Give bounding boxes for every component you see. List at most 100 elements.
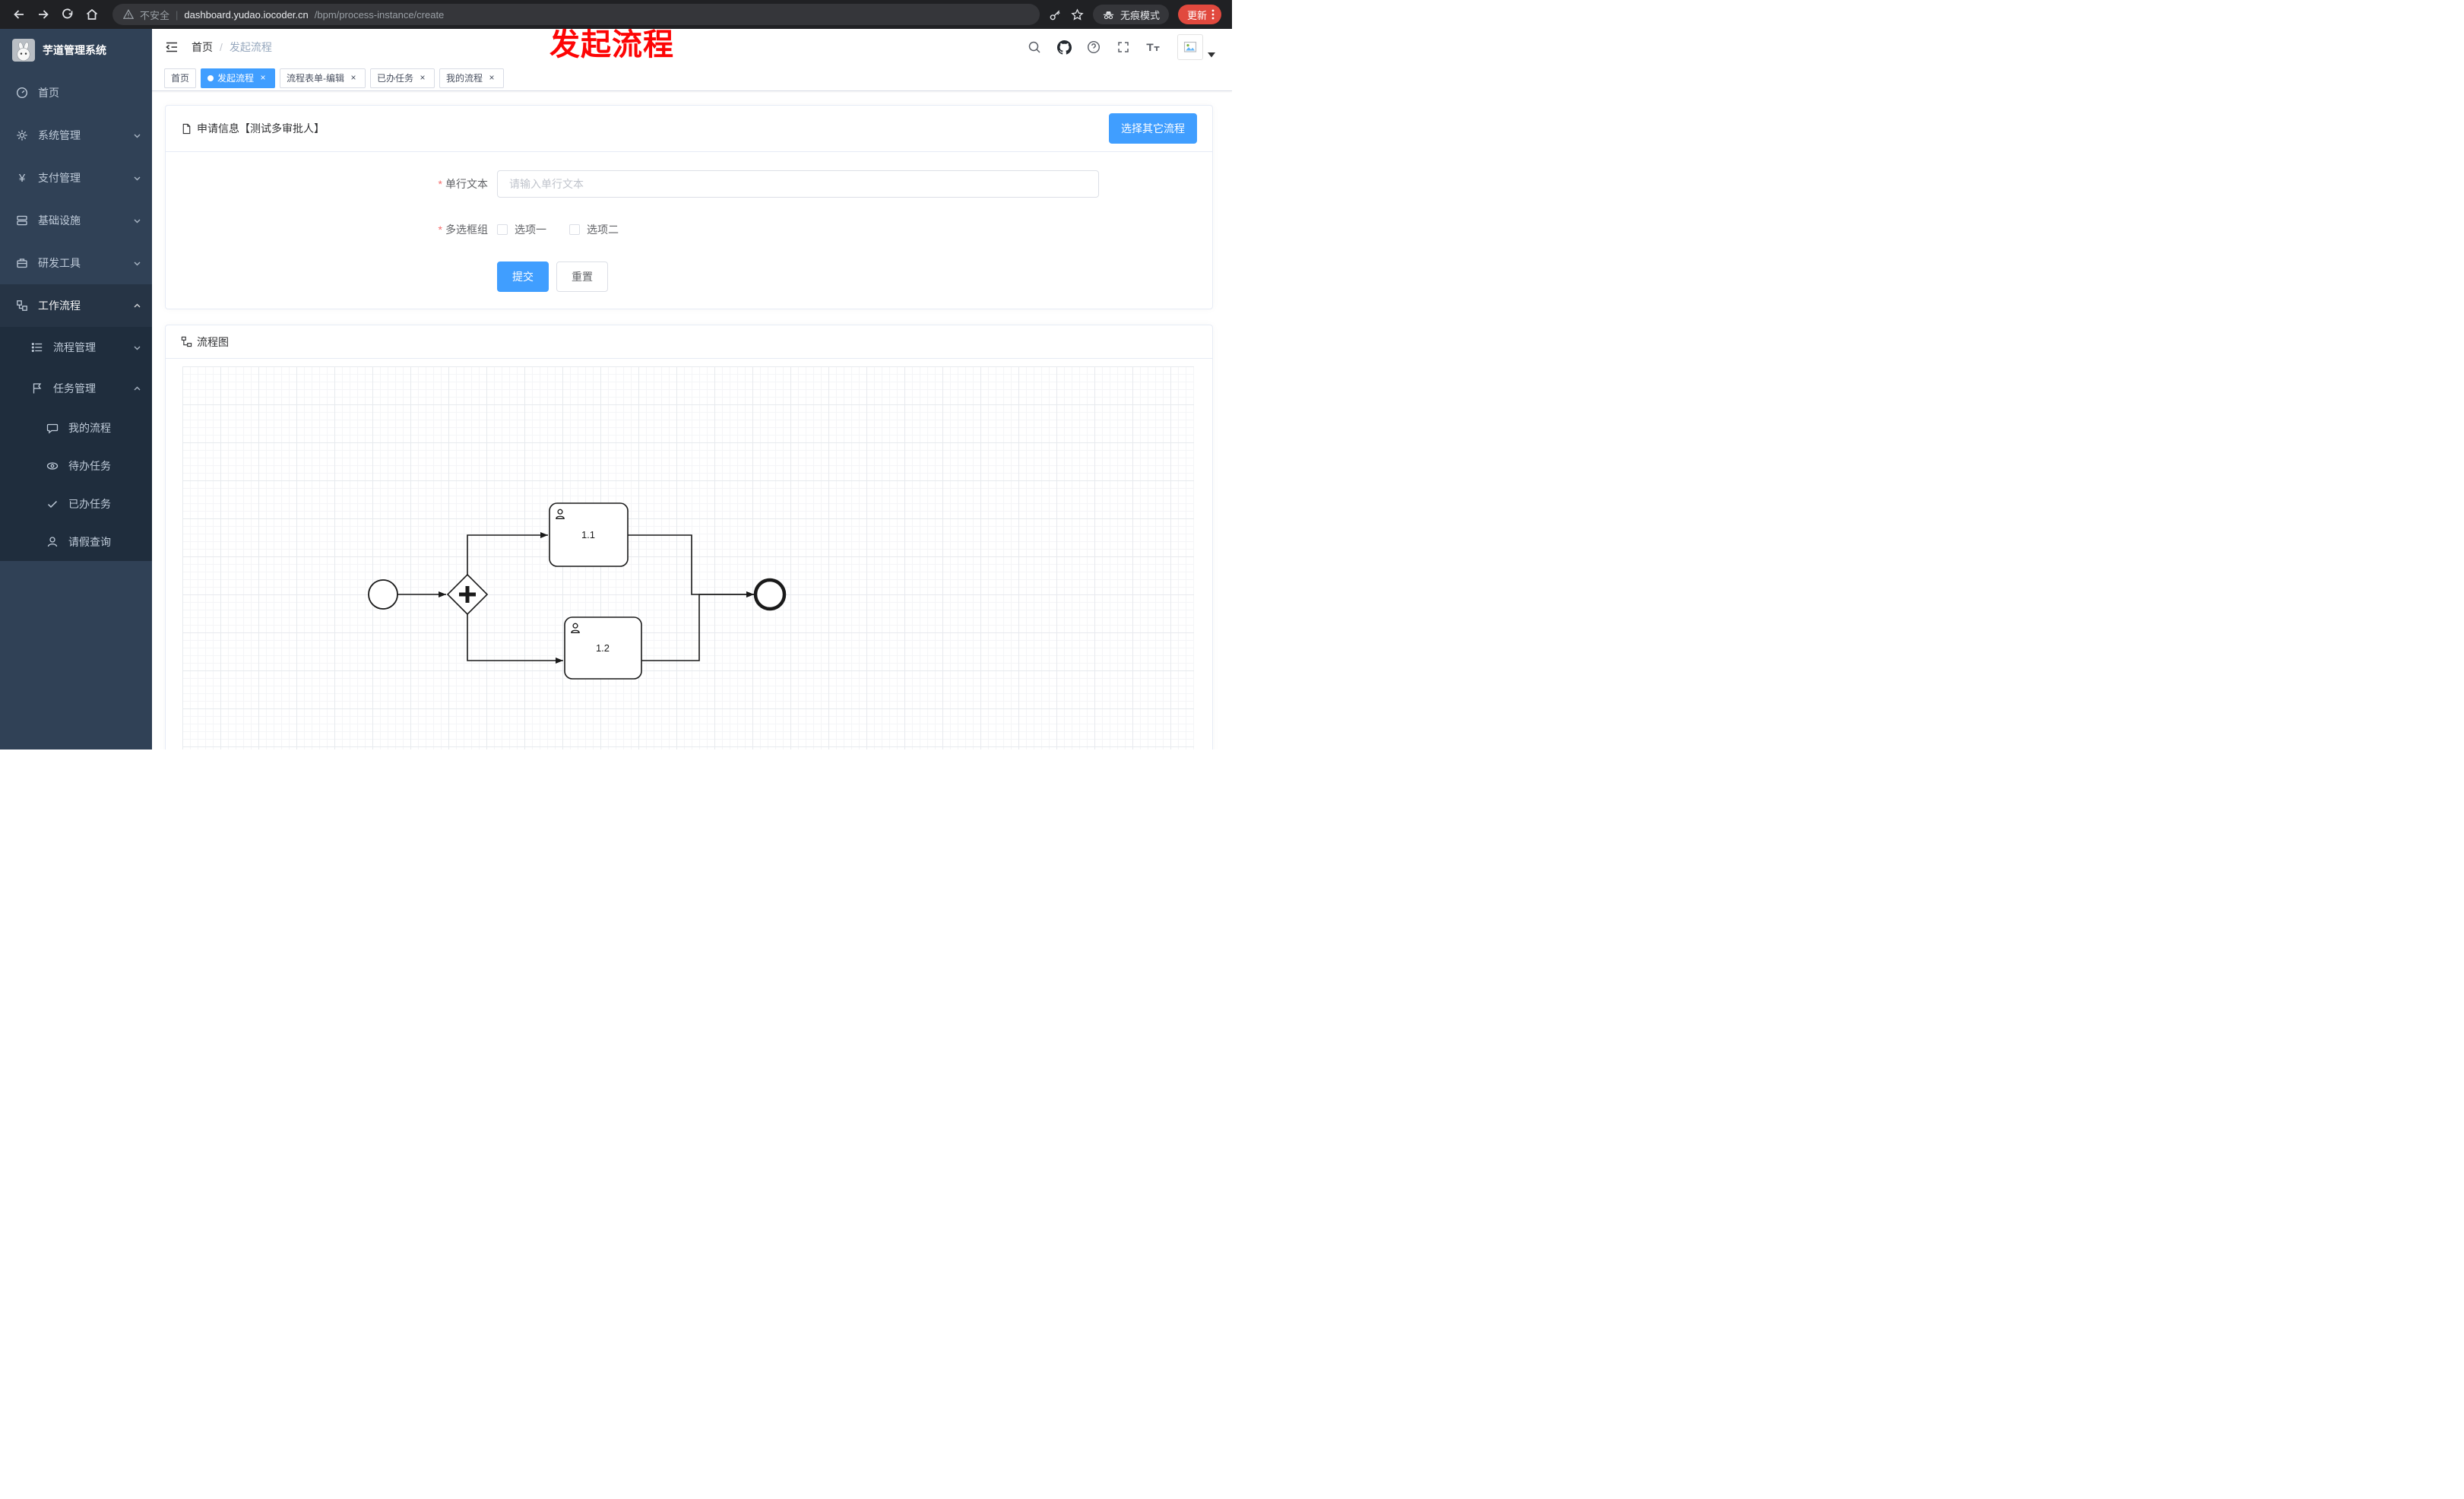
sidebar-item-task-mgmt[interactable]: 任务管理 (0, 368, 152, 409)
topbar-right (1026, 34, 1215, 60)
security-label: 不安全 (140, 9, 170, 21)
tab-form-edit[interactable]: 流程表单-编辑 × (280, 68, 366, 88)
breadcrumb-home[interactable]: 首页 (192, 41, 213, 53)
tab-home[interactable]: 首页 (164, 68, 197, 88)
user-task-1[interactable]: 1.1 (549, 502, 629, 567)
update-button[interactable]: 更新 (1177, 5, 1221, 24)
checkbox-box[interactable] (569, 224, 580, 235)
font-size-icon[interactable] (1145, 39, 1161, 55)
breadcrumb-current: 发起流程 (229, 41, 272, 53)
sidebar-item-process-mgmt[interactable]: 流程管理 (0, 327, 152, 368)
help-icon[interactable] (1085, 39, 1102, 55)
sidebar-item-system-mgmt[interactable]: 系统管理 (0, 114, 152, 157)
start-event[interactable] (368, 579, 398, 610)
submit-button[interactable]: 提交 (497, 261, 549, 292)
breadcrumb-separator: / (220, 41, 223, 53)
checkbox-label[interactable]: 选项二 (587, 223, 619, 236)
chrome-right-controls: 无痕模式 更新 (1049, 5, 1224, 24)
sidebar-item-payment-mgmt[interactable]: ¥ 支付管理 (0, 157, 152, 199)
incognito-label: 无痕模式 (1120, 9, 1160, 21)
menu-fold-icon[interactable] (164, 40, 179, 55)
home-icon[interactable] (81, 3, 103, 26)
tab-create-process[interactable]: 发起流程 × (201, 68, 276, 88)
card-title: 流程图 (181, 334, 229, 350)
tab-done-task[interactable]: 已办任务 × (370, 68, 435, 88)
field-label: *多选框组 (166, 216, 497, 243)
field-content (497, 170, 1099, 198)
close-icon[interactable]: × (420, 71, 426, 83)
tab-label: 流程表单-编辑 (287, 73, 345, 84)
fullscreen-icon[interactable] (1115, 39, 1132, 55)
broken-image-icon (1177, 34, 1203, 60)
breadcrumb: 首页 / 发起流程 (192, 40, 272, 55)
end-event[interactable] (753, 578, 787, 611)
github-icon[interactable] (1056, 39, 1072, 55)
close-icon[interactable]: × (350, 71, 356, 83)
key-icon[interactable] (1049, 8, 1062, 21)
back-icon[interactable] (8, 3, 30, 26)
select-other-process-button[interactable]: 选择其它流程 (1109, 113, 1197, 144)
sidebar-item-my-process[interactable]: 我的流程 (0, 409, 152, 447)
checkbox-option-2[interactable]: 选项二 (569, 222, 619, 237)
field-label: *单行文本 (166, 170, 497, 198)
tab-my-process[interactable]: 我的流程 × (439, 68, 505, 88)
diagram-card-header: 流程图 (166, 325, 1212, 359)
apply-info-card-header: 申请信息【测试多审批人】 选择其它流程 (166, 106, 1212, 152)
topbar: 首页 / 发起流程 (152, 29, 1232, 65)
app-logo[interactable]: 芋道管理系统 (0, 29, 152, 71)
card-title: 申请信息【测试多审批人】 (181, 121, 325, 136)
sidebar-item-done-task[interactable]: 已办任务 (0, 485, 152, 523)
checkbox-box[interactable] (497, 224, 508, 235)
star-icon[interactable] (1071, 8, 1084, 21)
sidebar: 芋道管理系统 首页 系统管理 (0, 29, 152, 750)
warning-icon (123, 9, 134, 20)
search-icon[interactable] (1026, 39, 1043, 55)
incognito-badge: 无痕模式 (1092, 5, 1169, 24)
eye-icon (46, 459, 59, 473)
sequence-flows (397, 532, 754, 664)
sidebar-item-infrastructure[interactable]: 基础设施 (0, 199, 152, 242)
document-icon (181, 123, 192, 135)
sidebar-item-todo-task[interactable]: 待办任务 (0, 447, 152, 485)
sidebar-item-leave-query[interactable]: 请假查询 (0, 523, 152, 561)
diagram-icon (181, 336, 192, 347)
field-content: 选项一 选项二 (497, 216, 641, 243)
forward-icon[interactable] (32, 3, 55, 26)
checkbox-label[interactable]: 选项一 (515, 223, 546, 236)
sidebar-item-dev-tools[interactable]: 研发工具 (0, 242, 152, 284)
sidebar-item-label: 系统管理 (38, 129, 81, 141)
sidebar-item-label: 已办任务 (68, 498, 111, 510)
app-title: 芋道管理系统 (43, 44, 106, 56)
reset-button[interactable]: 重置 (556, 261, 608, 292)
user-avatar[interactable] (1177, 34, 1215, 60)
parallel-gateway[interactable] (446, 573, 489, 616)
single-line-input[interactable] (497, 170, 1099, 198)
server-icon (15, 214, 29, 227)
list-icon (30, 341, 44, 354)
sidebar-item-home[interactable]: 首页 (0, 71, 152, 114)
chevron-up-icon (133, 302, 141, 310)
sidebar-item-label: 支付管理 (38, 172, 81, 184)
field-label-text: 多选框组 (445, 223, 488, 236)
screen: 不安全 | dashboard.yudao.iocoder.cn/bpm/pro… (0, 0, 1232, 750)
reload-icon[interactable] (56, 3, 79, 26)
close-icon[interactable]: × (260, 71, 266, 83)
user-task-2[interactable]: 1.2 (564, 616, 642, 680)
checkbox-option-1[interactable]: 选项一 (497, 222, 546, 237)
workflow-icon (15, 299, 29, 312)
caret-down-icon[interactable] (1208, 52, 1215, 60)
form-actions: 提交 重置 (497, 261, 608, 292)
sidebar-item-workflow[interactable]: 工作流程 (0, 284, 152, 327)
flag-icon (30, 382, 44, 395)
active-dot-icon (207, 74, 214, 81)
sidebar-item-label: 我的流程 (68, 422, 111, 434)
sidebar-item-label: 研发工具 (38, 257, 81, 269)
address-bar[interactable]: 不安全 | dashboard.yudao.iocoder.cn/bpm/pro… (112, 4, 1040, 25)
gear-icon (15, 128, 29, 142)
person-icon (46, 535, 59, 549)
tab-label: 首页 (171, 73, 190, 84)
sidebar-item-label: 基础设施 (38, 214, 81, 227)
bpmn-canvas[interactable]: 1.1 1.2 (182, 366, 1194, 750)
close-icon[interactable]: × (489, 71, 495, 83)
url-divider: | (176, 8, 179, 21)
